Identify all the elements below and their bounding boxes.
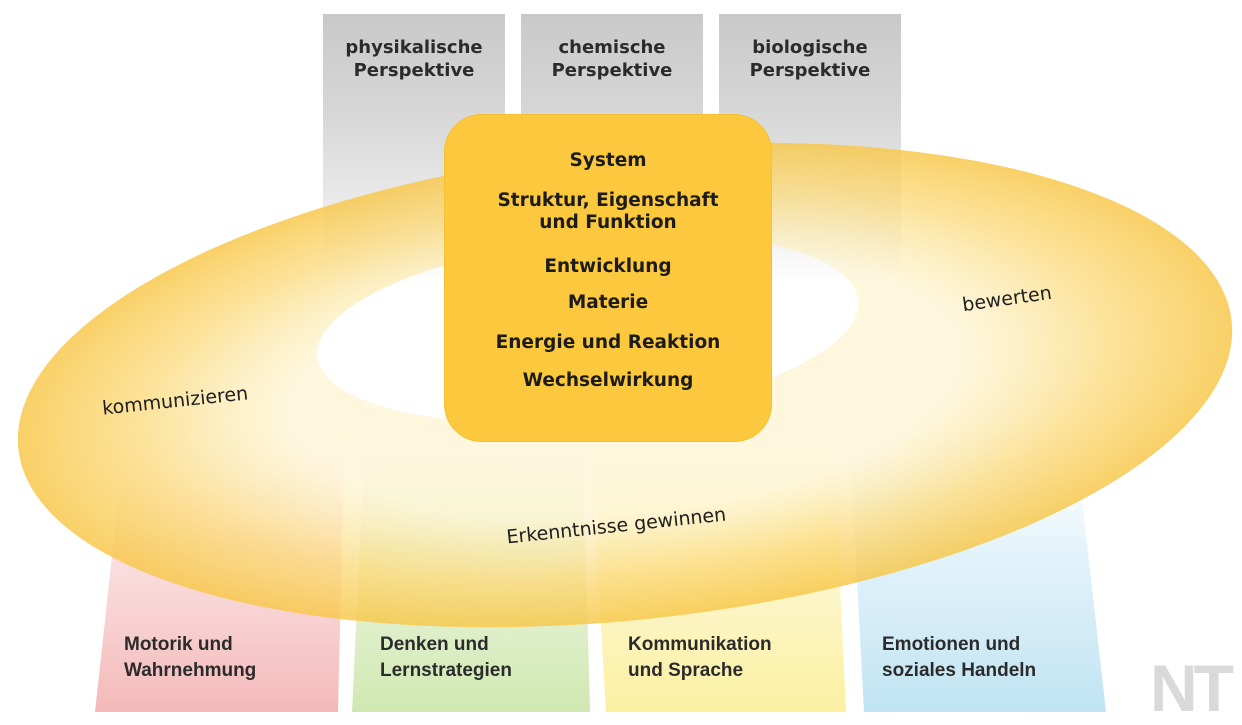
- perspective-biological-label: biologische Perspektive: [749, 37, 871, 81]
- area-label-emotionen: Emotionen und soziales Handeln: [882, 634, 1037, 681]
- concept-struktur: Struktur, Eigenschaft und Funktion: [497, 190, 719, 233]
- publisher-logo: NT: [1150, 651, 1234, 725]
- perspective-physical-label: physikalische Perspektive: [345, 37, 483, 81]
- concept-wechselwirkung: Wechselwirkung: [522, 370, 694, 391]
- concept-energie: Energie und Reaktion: [495, 332, 721, 353]
- area-label-denken: Denken und Lernstrategien: [380, 634, 512, 681]
- perspective-chemical-label: chemische Perspektive: [551, 37, 673, 81]
- core-concepts-box: System Struktur, Eigenschaft und Funktio…: [444, 114, 772, 442]
- concept-materie: Materie: [567, 292, 649, 313]
- concept-entwicklung: Entwicklung: [544, 256, 672, 277]
- area-label-kommunikation: Kommunikation und Sprache: [628, 634, 772, 681]
- competence-ring: [17, 142, 1233, 628]
- concept-system: System: [569, 150, 647, 171]
- area-label-motorik: Motorik und Wahrnehmung: [124, 634, 257, 681]
